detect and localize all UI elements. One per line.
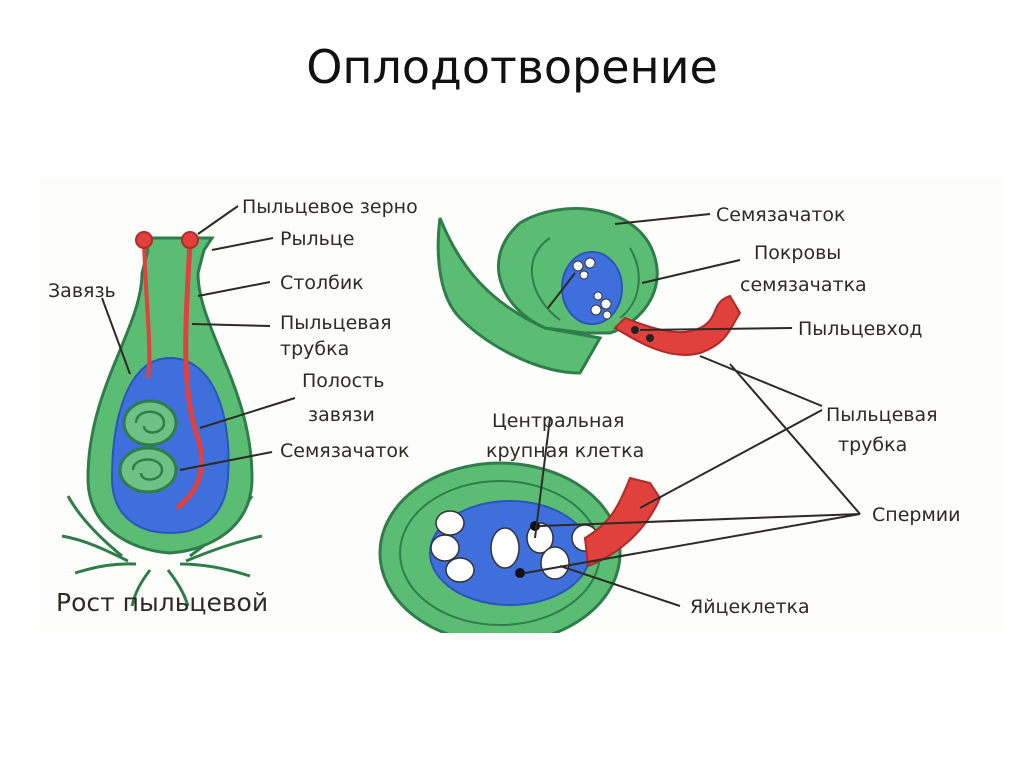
sperm-top-1 bbox=[631, 326, 639, 334]
pollen-tube-left bbox=[142, 241, 152, 379]
figure-caption: Рост пыльцевой bbox=[56, 588, 269, 617]
label-stigma: Рыльце bbox=[280, 228, 355, 250]
label-pollen-tube-right-line2: трубка bbox=[838, 434, 908, 456]
label-pollen-tube-line1: Пыльцевая bbox=[280, 312, 392, 334]
embryo-sac-section bbox=[378, 461, 662, 633]
label-pollen-tube-line2: трубка bbox=[280, 338, 350, 360]
ovule-left-2 bbox=[118, 446, 178, 494]
label-ovary: Завязь bbox=[48, 280, 116, 302]
label-pollen-grain: Пыльцевое зерно bbox=[242, 196, 418, 218]
label-integuments-line1: Покровы bbox=[754, 242, 842, 264]
fertilization-diagram bbox=[61, 205, 861, 633]
pollen-tube-main bbox=[175, 241, 205, 510]
ovule-left-1 bbox=[122, 399, 178, 447]
pistil bbox=[61, 231, 263, 607]
pollen-grain-icon bbox=[181, 231, 199, 249]
label-ovule-left: Семязачаток bbox=[280, 440, 410, 462]
fertilization-figure: Пыльцевое зерно Рыльце Завязь Столбик Пы… bbox=[40, 178, 1002, 633]
leader-lines bbox=[101, 205, 861, 607]
pollen-grain-icon bbox=[135, 231, 153, 249]
slide-title: Оплодотворение bbox=[306, 40, 718, 94]
label-micropyle: Пыльцевход bbox=[798, 318, 923, 340]
label-central-cell-line1: Центральная bbox=[492, 410, 625, 432]
label-egg-cell: Яйцеклетка bbox=[690, 596, 810, 618]
label-ovary-cavity-line2: завязи bbox=[308, 404, 375, 426]
pollen-tube-top bbox=[613, 294, 742, 356]
sperm-top-2 bbox=[646, 334, 654, 342]
sperm-2 bbox=[515, 568, 525, 578]
label-sperm: Спермии bbox=[872, 504, 961, 526]
label-pollen-tube-right-line1: Пыльцевая bbox=[826, 404, 938, 426]
label-style: Столбик bbox=[280, 272, 364, 294]
sperm-1 bbox=[530, 521, 540, 531]
receptacle-leaves bbox=[61, 495, 263, 607]
funiculus bbox=[436, 217, 603, 375]
label-ovary-cavity-line1: Полость bbox=[302, 370, 385, 392]
label-integuments-line2: семязачатка bbox=[740, 274, 867, 296]
label-ovule-top: Семязачаток bbox=[716, 204, 846, 226]
label-central-cell-line2: крупная клетка bbox=[486, 440, 645, 462]
ovule-top bbox=[436, 207, 742, 375]
